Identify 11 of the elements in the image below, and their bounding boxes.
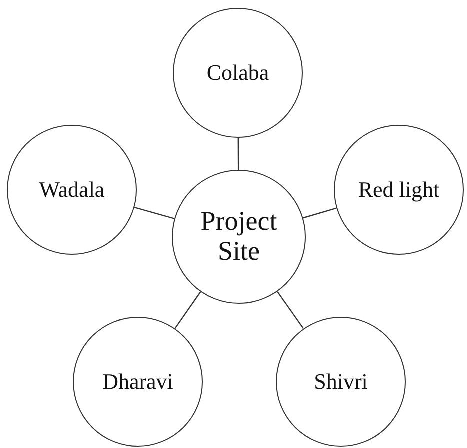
connector-line <box>303 208 337 219</box>
location-label: Red light <box>357 178 441 202</box>
location-label: Shivri <box>313 370 369 394</box>
connector-line <box>174 292 202 329</box>
connector-line <box>277 291 304 330</box>
location-label: Colaba <box>206 60 270 86</box>
location-label: Project Site <box>200 207 278 267</box>
connector-line <box>238 138 240 170</box>
location-label: Dharavi <box>102 370 174 394</box>
connector-line <box>134 207 175 220</box>
location-label: Wadala <box>38 178 106 202</box>
